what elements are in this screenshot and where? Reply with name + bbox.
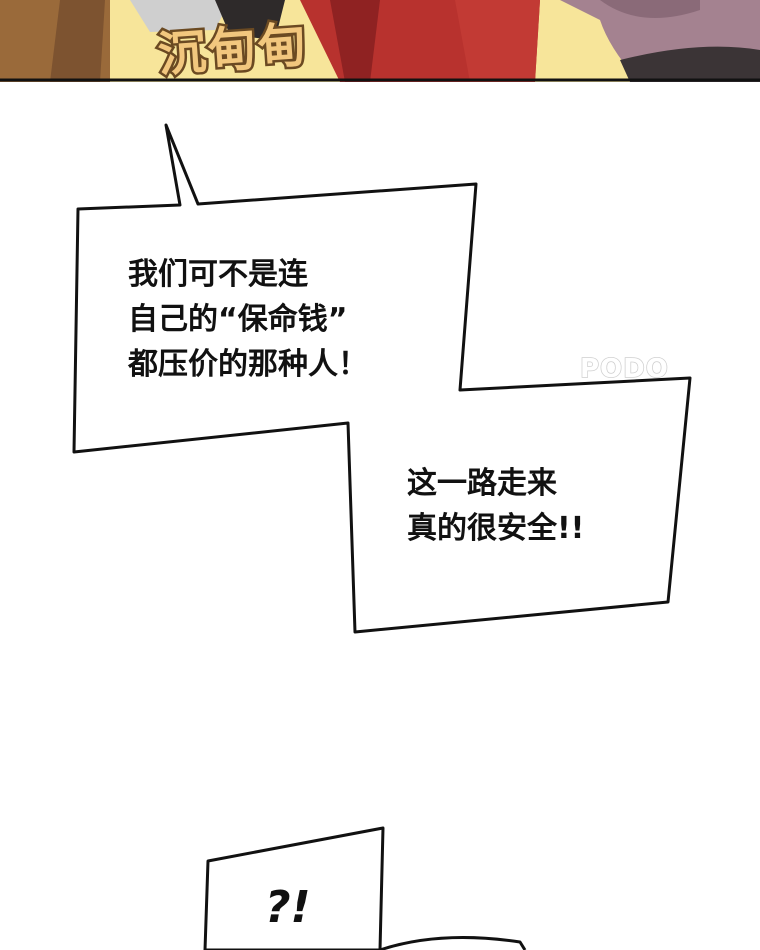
speech-line: 都压价的那种人！ xyxy=(128,347,368,382)
speech-bubble-3-tail xyxy=(379,936,527,950)
speech-bubble-1-text: 我们可不是连 自己的“保命钱” 都压价的那种人！ xyxy=(128,252,368,387)
panel-illustration xyxy=(0,0,760,82)
speech-bubble-1-outline xyxy=(72,123,692,634)
speech-line: 真的很安全!! xyxy=(407,511,585,546)
comic-panel-top: 沉甸甸 xyxy=(0,0,760,82)
watermark-logo: PODO xyxy=(579,354,669,384)
speech-bubble-3-text: ?! xyxy=(265,882,311,933)
speech-line: 这一路走来 xyxy=(407,466,557,501)
speech-line: 我们可不是连 xyxy=(128,257,308,292)
speech-bubble-2-text: 这一路走来 真的很安全!! xyxy=(407,461,584,551)
speech-line: 自己的“保命钱” xyxy=(128,302,348,337)
speech-bubble-3-outline xyxy=(203,826,385,950)
